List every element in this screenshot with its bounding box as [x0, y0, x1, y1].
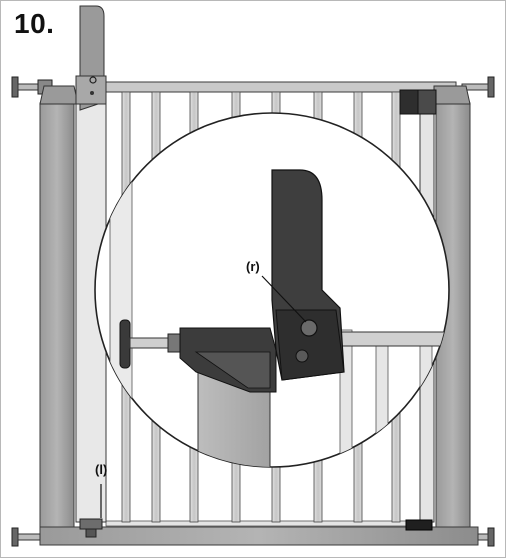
bottom-left-spindle	[11, 527, 41, 547]
step-number: 10.	[14, 8, 55, 39]
callout-bottom-latch: (l)	[95, 462, 108, 477]
top-rail	[75, 81, 457, 93]
top-right-spindle	[433, 76, 495, 105]
top-left-spindle	[11, 76, 79, 105]
top-latch-handle	[75, 5, 107, 111]
bottom-latch	[79, 484, 103, 538]
bottom-right-spindle	[477, 527, 495, 547]
left-post	[39, 102, 75, 528]
callout-top-latch: (r)	[246, 259, 260, 274]
wall-spindle-icon	[119, 319, 183, 369]
top-right-catch	[399, 89, 437, 115]
zoom-detail	[94, 112, 450, 468]
bottom-right-catch	[405, 519, 433, 531]
